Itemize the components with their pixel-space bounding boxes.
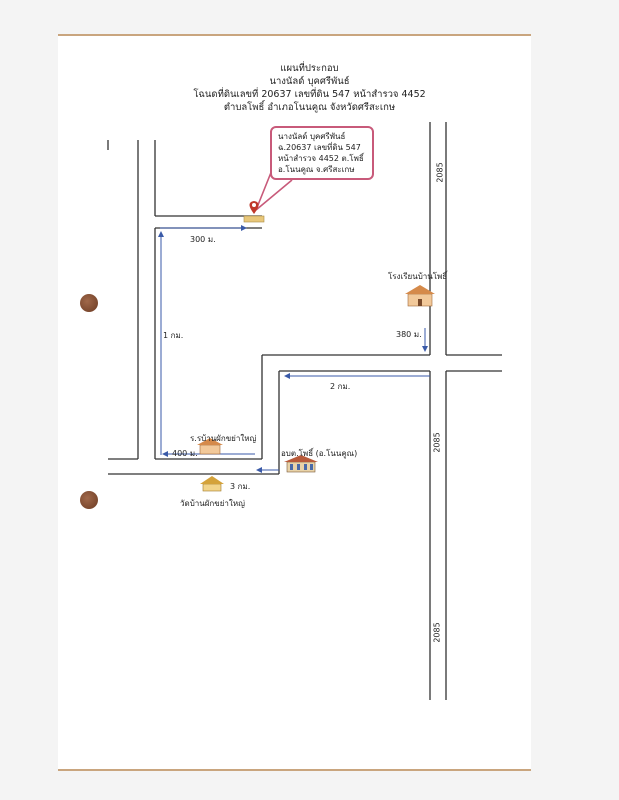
government-office-icon	[284, 455, 318, 473]
school-building-icon	[405, 285, 435, 307]
callout-survey: หน้าสำรวจ 4452 ต.โพธิ์	[278, 154, 364, 163]
plot-callout: นางนัลด์ บุคศรีพันธ์ ฉ.20637 เลขที่ดิน 5…	[270, 126, 374, 180]
distance-label: 380 ม.	[396, 330, 422, 339]
place-label-temple: วัดบ้านผักขย่าใหญ่	[180, 499, 245, 508]
punch-hole	[80, 294, 98, 312]
punch-hole	[80, 491, 98, 509]
callout-owner: นางนัลด์ บุคศรีพันธ์	[278, 132, 346, 141]
road-number-label: 2085	[432, 432, 442, 453]
distance-label: 300 ม.	[190, 235, 216, 244]
location-info: ตำบลโพธิ์ อำเภอโนนคูณ จังหวัดศรีสะเกษ	[223, 102, 396, 113]
place-label-sao: อบต.โพธิ์ (อ.โนนคูณ)	[281, 449, 358, 458]
callout-district: อ.โนนคูณ จ.ศรีสะเกษ	[278, 165, 355, 174]
deed-info: โฉนดที่ดินเลขที่ 20637 เลขที่ดิน 547 หน้…	[193, 89, 426, 100]
owner-name: นางนัลด์ บุคศรีพันธ์	[269, 76, 350, 87]
road-number-label: 2085	[432, 622, 442, 643]
road-number-label: 2085	[435, 162, 445, 183]
place-label-school: โรงเรียนบ้านโพธิ์	[388, 272, 448, 281]
route-arrows	[158, 225, 430, 473]
location-pin-icon	[243, 201, 265, 223]
road-lines	[107, 122, 502, 700]
place-label-school: ร.รบ้านผักขย่าใหญ่	[190, 434, 257, 443]
callout-deed: ฉ.20637 เลขที่ดิน 547	[278, 143, 361, 152]
distance-label: 3 กม.	[230, 482, 251, 491]
distance-label: 2 กม.	[330, 382, 351, 391]
distance-label: 1 กม.	[163, 331, 184, 340]
map-title: แผนที่ประกอบ	[280, 63, 339, 74]
school-building-icon	[197, 438, 223, 455]
distance-label: 400 ม.	[172, 449, 198, 458]
temple-icon	[200, 476, 224, 492]
